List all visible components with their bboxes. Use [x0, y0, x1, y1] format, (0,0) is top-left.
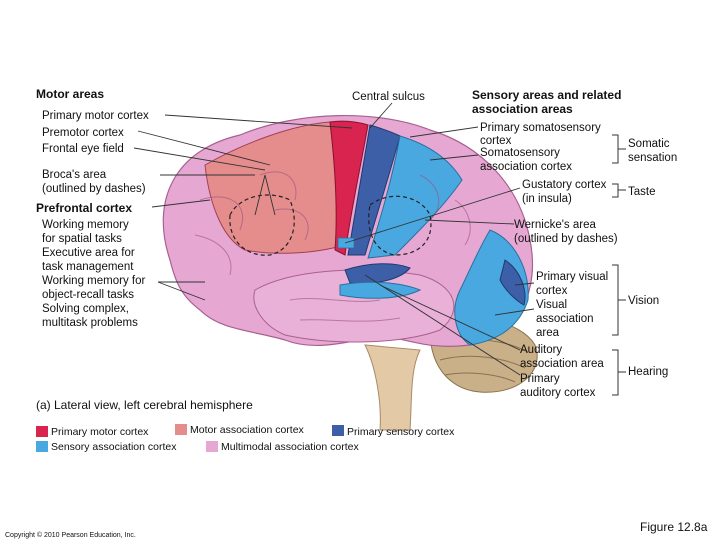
figure-caption: (a) Lateral view, left cerebral hemisphe…: [36, 398, 253, 412]
motor-areas-heading: Motor areas: [36, 87, 105, 101]
legend-swatch-primary-motor: [36, 426, 48, 437]
visual-assoc-label: Visual association area: [536, 299, 594, 339]
frontal-eye-field-label: Frontal eye field: [42, 143, 124, 155]
taste-label: Taste: [628, 186, 656, 198]
legend-swatch-primary-sensory: [332, 425, 344, 436]
primary-somatosensory-region: [347, 124, 401, 256]
legend-swatch-motor-assoc: [175, 424, 187, 435]
primary-auditory-label: Primary auditory cortex: [520, 373, 596, 399]
primary-visual-label: Primary visual cortex: [536, 271, 609, 297]
primary-visual-region: [499, 259, 526, 306]
legend-label-multimodal: Multimodal association cortex: [221, 441, 359, 453]
primary-motor-region: [329, 120, 369, 256]
figure-number: Figure 12.8a: [640, 520, 708, 534]
gustatory-label: Gustatory cortex (in insula): [522, 179, 607, 205]
primary-somatosensory-label: Primary somatosensory cortex: [480, 122, 601, 147]
wernickes-label: Wernicke's area (outlined by dashes): [514, 219, 618, 245]
somatic-sensation-label: Somatic sensation: [628, 138, 678, 164]
vision-label: Vision: [628, 295, 660, 307]
legend-swatch-multimodal: [206, 441, 218, 452]
legend-label-primary-sensory: Primary sensory cortex: [347, 426, 455, 438]
hearing-label: Hearing: [628, 366, 669, 378]
prefrontal-cortex-heading: Prefrontal cortex: [36, 201, 133, 215]
brocas-area-label: Broca's area (outlined by dashes): [42, 169, 146, 195]
auditory-assoc-label: Auditory association area: [520, 344, 604, 370]
central-sulcus-label: Central sulcus: [352, 91, 425, 103]
primary-motor-cortex-label: Primary motor cortex: [42, 110, 149, 122]
somatosensory-assoc-label: Somatosensory association cortex: [480, 147, 573, 173]
legend-label-primary-motor: Primary motor cortex: [51, 426, 149, 438]
premotor-region: [204, 121, 346, 254]
copyright: Copyright © 2010 Pearson Education, Inc.: [5, 532, 136, 539]
legend-label-motor-assoc: Motor association cortex: [190, 424, 304, 436]
brainstem: [364, 344, 421, 431]
somatosensory-assoc-region: [367, 135, 463, 259]
legend-swatch-sensory-assoc: [36, 441, 48, 452]
sensory-areas-heading: Sensory areas and related association ar…: [472, 88, 622, 116]
wernickes-outline: [368, 195, 432, 256]
visual-assoc-region: [454, 229, 529, 346]
legend-label-sensory-assoc: Sensory association cortex: [51, 441, 177, 453]
prefrontal-functions-label: Working memory for spatial tasks Executi…: [42, 219, 146, 329]
premotor-cortex-label: Premotor cortex: [42, 127, 124, 139]
